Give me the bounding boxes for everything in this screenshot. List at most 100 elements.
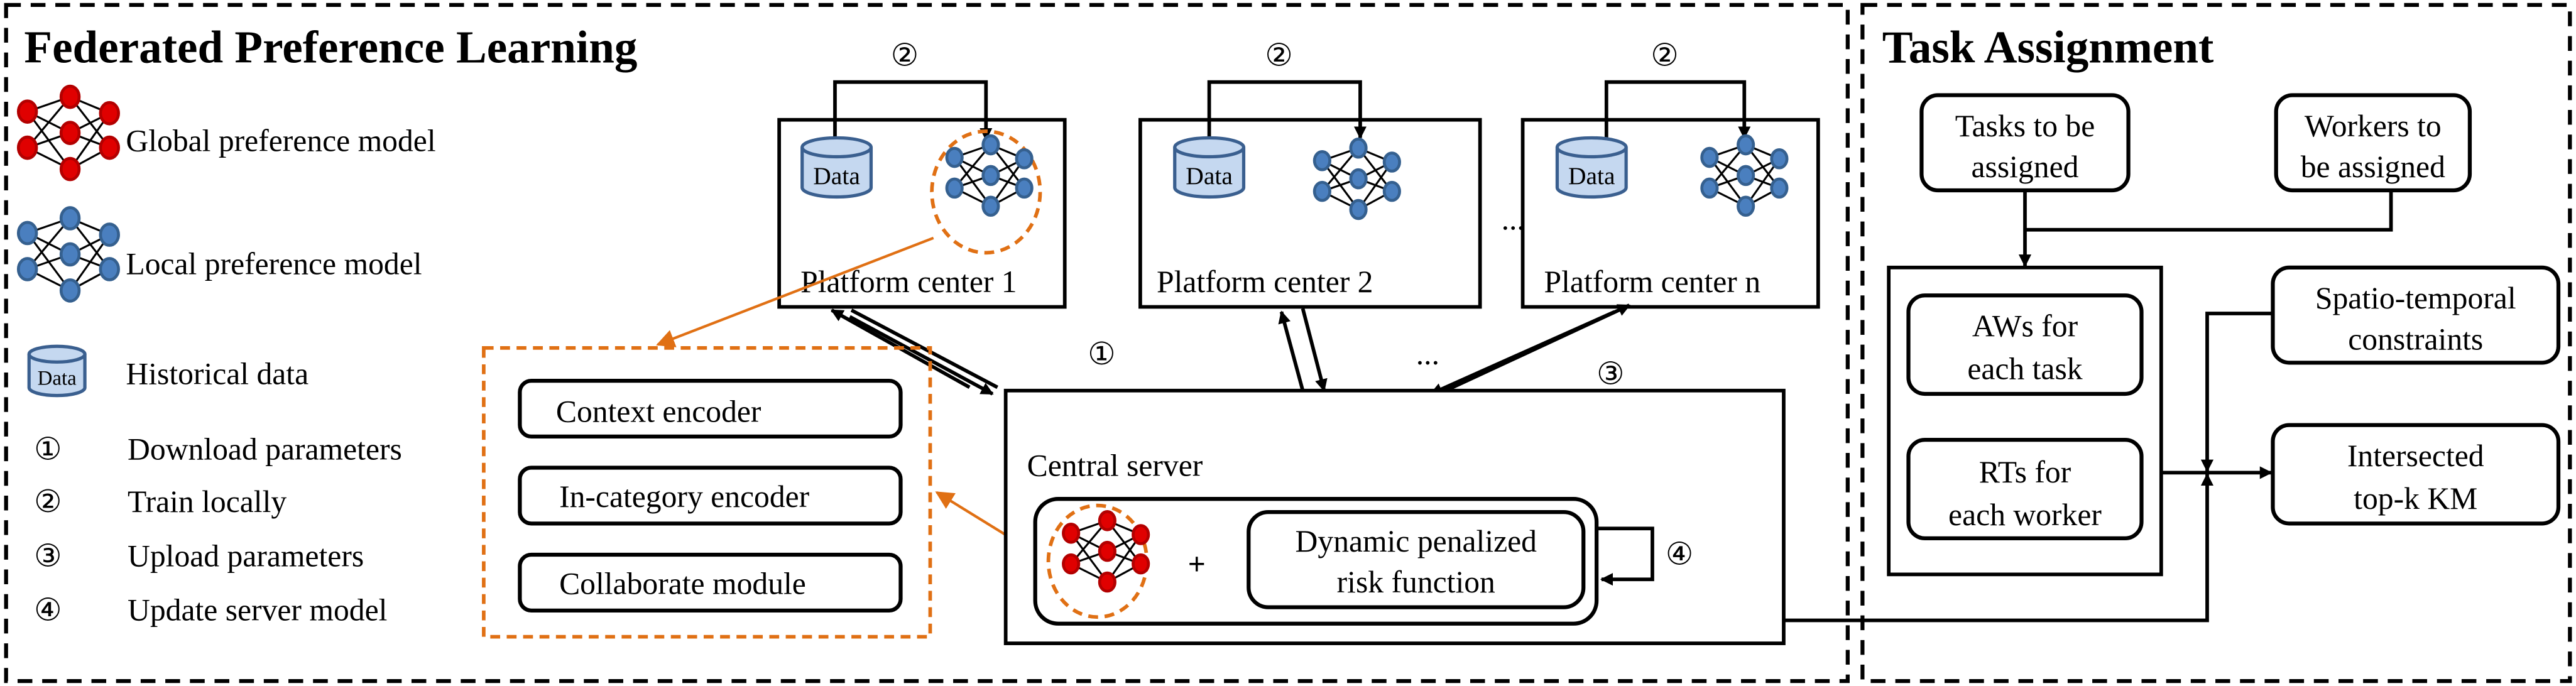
database-top bbox=[1555, 136, 1628, 159]
nn-node bbox=[981, 195, 1000, 217]
nn-node bbox=[59, 84, 81, 109]
nn-node bbox=[59, 242, 81, 267]
platform-center-1: ② Data Platform center 1 bbox=[777, 38, 1067, 309]
workers-box bbox=[2274, 93, 2472, 193]
server-ellipsis: ... bbox=[1416, 337, 1439, 371]
nn-node bbox=[16, 99, 38, 124]
local-model-icon bbox=[1313, 137, 1401, 220]
step-4-number: ④ bbox=[34, 593, 62, 628]
nn-node bbox=[1062, 553, 1081, 575]
km-box bbox=[2271, 423, 2561, 526]
nn-node bbox=[981, 165, 1000, 187]
platform-n-step-label: ② bbox=[1651, 38, 1679, 72]
nn-node bbox=[16, 257, 38, 281]
platform-2-step-label: ② bbox=[1265, 38, 1293, 72]
nn-node bbox=[1313, 180, 1331, 202]
nn-node bbox=[1382, 180, 1401, 202]
rts-box bbox=[1906, 437, 2144, 541]
nn-node bbox=[1770, 177, 1789, 199]
task-section-frame bbox=[1860, 3, 2572, 683]
train-locally-loop-2 bbox=[1207, 80, 1367, 155]
km-box-line-2: top-k KM bbox=[2354, 481, 2477, 516]
in-category-encoder-label: In-category encoder bbox=[559, 479, 810, 514]
platform-1-label: Platform center 1 bbox=[800, 264, 1017, 299]
nn-node bbox=[981, 134, 1000, 156]
platform-1-step-label: ② bbox=[891, 38, 919, 72]
aws-box-line-2: each task bbox=[1967, 351, 2082, 386]
nn-node bbox=[1015, 177, 1034, 199]
rts-box-line-1: RTs for bbox=[1979, 455, 2071, 489]
local-model-icon bbox=[16, 206, 120, 303]
step-2-label: Train locally bbox=[128, 484, 287, 519]
nn-node bbox=[59, 278, 81, 303]
nn-node bbox=[16, 135, 38, 160]
local-model-icon bbox=[945, 134, 1034, 217]
step-1-number: ① bbox=[34, 432, 62, 466]
server-to-join-arrow bbox=[1783, 472, 2214, 623]
highlight-circle bbox=[930, 129, 1042, 255]
collaborate-module-label: Collaborate module bbox=[559, 567, 806, 601]
nn-node bbox=[1062, 522, 1081, 544]
update-step-label: ④ bbox=[1666, 537, 1694, 572]
database-label: Data bbox=[38, 367, 77, 389]
risk-function-line-2: risk function bbox=[1337, 565, 1495, 599]
legend-global-model: Global preference model bbox=[126, 123, 435, 158]
nn-node bbox=[1349, 199, 1368, 220]
step-3-label: Upload parameters bbox=[128, 538, 364, 573]
nn-node bbox=[59, 121, 81, 145]
update-loop-arrow bbox=[1596, 526, 1654, 586]
database-icon: Data bbox=[1173, 136, 1246, 199]
km-box-line-1: Intersected bbox=[2347, 438, 2484, 473]
platform-ellipsis: ... bbox=[1502, 202, 1525, 237]
nn-node bbox=[1382, 151, 1401, 173]
platform-center-n: ② Data Platform center n bbox=[1520, 38, 1820, 309]
legend: Global preference model Local preference… bbox=[16, 84, 436, 628]
nn-node bbox=[1313, 150, 1331, 172]
database-body bbox=[1173, 147, 1246, 199]
nn-node bbox=[16, 220, 38, 246]
context-encoder-label: Context encoder bbox=[556, 394, 761, 428]
database-icon: Data bbox=[27, 344, 87, 398]
tasks-box-line-1: Tasks to be bbox=[1955, 109, 2095, 143]
nn-node bbox=[99, 135, 120, 160]
central-server: Central server + Dynamic penalized risk … bbox=[1003, 388, 1786, 645]
train-locally-loop-1 bbox=[833, 80, 993, 155]
zoom-link-local bbox=[656, 236, 934, 347]
database-icon: Data bbox=[800, 136, 873, 199]
database-body bbox=[27, 354, 87, 398]
nn-node bbox=[1737, 134, 1755, 156]
tasks-box-line-2: assigned bbox=[1972, 150, 2079, 184]
nn-node bbox=[1098, 510, 1116, 531]
nn-node bbox=[99, 222, 120, 247]
platform-center-2-box bbox=[1138, 117, 1482, 309]
nn-node bbox=[1349, 168, 1368, 190]
global-model-icon bbox=[1062, 510, 1150, 593]
local-model-icon bbox=[1700, 134, 1789, 217]
nn-node bbox=[1098, 540, 1116, 562]
nn-node bbox=[1349, 137, 1368, 159]
legend-local-model: Local preference model bbox=[126, 246, 422, 281]
global-model-icon bbox=[16, 84, 120, 182]
nn-node bbox=[1770, 148, 1789, 170]
upload-arrow-1-tip bbox=[849, 315, 994, 396]
step-2-number: ② bbox=[34, 484, 62, 519]
rts-box-line-2: each worker bbox=[1948, 498, 2102, 532]
nn-node bbox=[1737, 165, 1755, 187]
nn-node bbox=[99, 101, 120, 126]
database-label: Data bbox=[1568, 162, 1615, 190]
database-label: Data bbox=[1186, 162, 1233, 190]
step-1-label: Download parameters bbox=[128, 432, 402, 466]
database-icon: Data bbox=[1555, 136, 1628, 199]
download-arrow-n bbox=[1429, 310, 1616, 396]
constraints-box-line-2: constraints bbox=[2348, 322, 2483, 356]
platform-n-label: Platform center n bbox=[1544, 264, 1761, 299]
legend-historical-data: Historical data bbox=[126, 356, 308, 391]
central-server-label: Central server bbox=[1027, 449, 1203, 483]
upload-arrow-2 bbox=[1278, 310, 1305, 391]
in-category-encoder-box bbox=[518, 466, 903, 526]
step-3-number: ③ bbox=[34, 538, 62, 573]
federated-section-frame bbox=[4, 3, 1850, 683]
upload-arrow-1 bbox=[850, 308, 998, 389]
database-body bbox=[800, 147, 873, 199]
